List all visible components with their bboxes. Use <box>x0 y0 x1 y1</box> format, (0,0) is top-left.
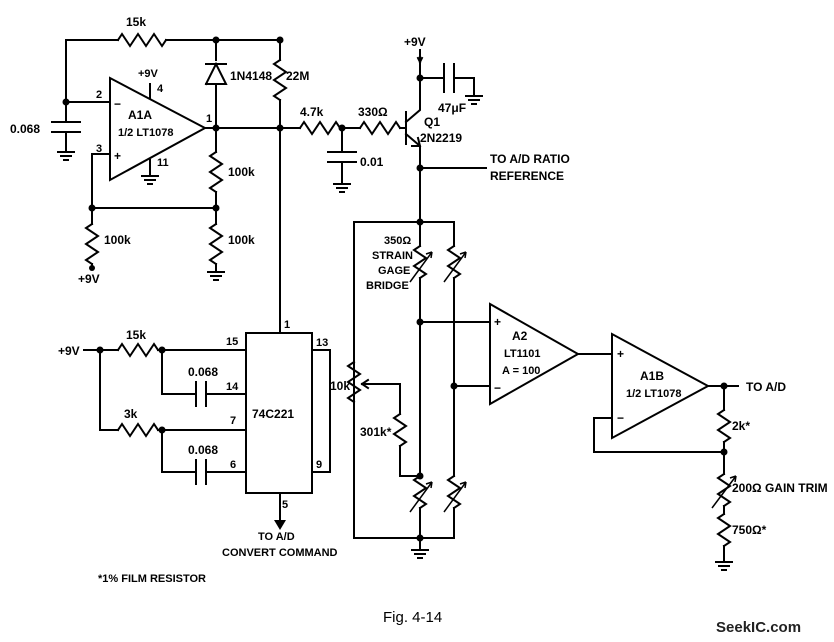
diode-1n4148 <box>204 61 228 86</box>
ic-name: 74C221 <box>252 407 294 421</box>
a1a-pin4: 4 <box>157 83 164 95</box>
strain-gage-top-right <box>446 244 462 280</box>
ic-pin5: 5 <box>282 499 288 511</box>
out-to-ad: TO A/D <box>746 380 786 394</box>
resistor-2k <box>716 408 732 444</box>
c-47uf-label: 47μF <box>438 101 466 115</box>
a1a-pin11: 11 <box>157 157 169 169</box>
supply-timer: +9V <box>58 344 80 358</box>
resistor-100k-left <box>84 222 100 266</box>
resistor-301k <box>392 412 408 448</box>
r-301k-label: 301k* <box>360 425 392 439</box>
r-100k-c-label: 100k <box>104 233 131 247</box>
ic-pin6: 6 <box>230 459 236 471</box>
r-3k-label: 3k <box>124 407 138 421</box>
a1a-name: A1A <box>128 108 152 122</box>
ic-pin1: 1 <box>284 319 290 331</box>
c-0068-b-label: 0.068 <box>188 443 218 457</box>
ic-pin7: 7 <box>230 415 236 427</box>
bridge-line3: GAGE <box>378 265 410 277</box>
ic-pin15: 15 <box>226 336 238 348</box>
ic-pin13: 13 <box>316 337 328 349</box>
r-200-trim-label: 200Ω GAIN TRIM <box>732 481 828 495</box>
a1b-name: A1B <box>640 369 664 383</box>
ic-74c221: 74C221 1 15 14 7 6 5 13 9 <box>226 319 328 511</box>
diode-label: 1N4148 <box>230 69 272 83</box>
strain-gage-bottom-right <box>446 474 462 510</box>
a1b-part: 1/2 LT1078 <box>626 388 681 400</box>
ratio-ref-line1: TO A/D RATIO <box>490 152 570 166</box>
a1a-minus: − <box>114 97 121 111</box>
r-100k-b-label: 100k <box>228 233 255 247</box>
watermark: SeekIC.com <box>716 619 801 636</box>
a1a-pin1: 1 <box>206 113 212 125</box>
ic-pin9: 9 <box>316 459 322 471</box>
c-001-label: 0.01 <box>360 155 384 169</box>
a2-minus: − <box>494 381 501 395</box>
capacitor-0068-a <box>195 381 207 407</box>
q1-name: Q1 <box>424 115 440 129</box>
r-22m-label: 22M <box>286 69 309 83</box>
bridge-line2: STRAIN <box>372 250 413 262</box>
convert-line1: TO A/D <box>258 531 295 543</box>
a2-name: A2 <box>512 329 528 343</box>
q1-part: 2N2219 <box>420 131 462 145</box>
capacitor-001 <box>327 151 357 163</box>
a1b-plus: + <box>617 347 624 361</box>
footnote: *1% FILM RESISTOR <box>98 573 206 585</box>
resistor-330 <box>358 120 402 136</box>
r-feedback-label: 15k <box>126 15 146 29</box>
opamp-a1a: A1A 1/2 LT1078 − + 2 3 1 4 11 +9V <box>96 68 212 182</box>
pot-10k-label: 10k <box>330 379 350 393</box>
figure-caption: Fig. 4-14 <box>383 609 442 626</box>
a1a-plus: + <box>114 149 121 163</box>
strain-gage-top-left <box>412 244 428 280</box>
r-100k-a-label: 100k <box>228 165 255 179</box>
r-4k7-label: 4.7k <box>300 105 324 119</box>
a1a-pin2: 2 <box>96 89 102 101</box>
capacitor-0068-inv <box>51 121 81 133</box>
transistor-q1 <box>404 77 422 169</box>
ic-pin14: 14 <box>226 381 239 393</box>
a1a-supply: +9V <box>138 68 159 80</box>
strain-gage-bottom-left <box>412 474 428 510</box>
r-330-label: 330Ω <box>358 105 388 119</box>
bridge-line4: BRIDGE <box>366 280 409 292</box>
capacitor-47uf <box>443 63 455 93</box>
a2-gain: A = 100 <box>502 365 540 377</box>
resistor-200-gain-trim <box>716 472 732 508</box>
resistor-22m <box>272 58 288 102</box>
c-0068-a-label: 0.068 <box>188 365 218 379</box>
potentiometer-10k <box>346 360 362 404</box>
opamp-a2: A2 LT1101 A = 100 + − <box>489 302 581 406</box>
a2-plus: + <box>494 315 501 329</box>
supply-left-bottom: +9V <box>78 272 100 286</box>
resistor-100k-lower <box>208 222 224 266</box>
supply-q1: +9V <box>404 35 426 49</box>
resistor-750 <box>716 512 732 548</box>
a1b-minus: − <box>617 411 624 425</box>
capacitor-0068-b <box>195 459 207 485</box>
bridge-line1: 350Ω <box>384 235 411 247</box>
r-15k-timer-label: 15k <box>126 328 146 342</box>
r-2k-label: 2k* <box>732 419 750 433</box>
resistor-15k-timer <box>116 342 160 358</box>
resistor-100k-upper <box>208 150 224 194</box>
ratio-ref-line2: REFERENCE <box>490 169 564 183</box>
a2-part: LT1101 <box>504 348 541 360</box>
r-750-label: 750Ω* <box>732 523 767 537</box>
a1a-pin3: 3 <box>96 143 102 155</box>
convert-line2: CONVERT COMMAND <box>222 547 338 559</box>
resistor-3k <box>116 422 160 438</box>
resistor-4k7 <box>298 120 342 136</box>
opamp-a1b: A1B 1/2 LT1078 + − <box>611 332 711 440</box>
c-inv-label: 0.068 <box>10 122 40 136</box>
a1a-part: 1/2 LT1078 <box>118 127 173 139</box>
resistor-15k-feedback <box>116 32 168 48</box>
